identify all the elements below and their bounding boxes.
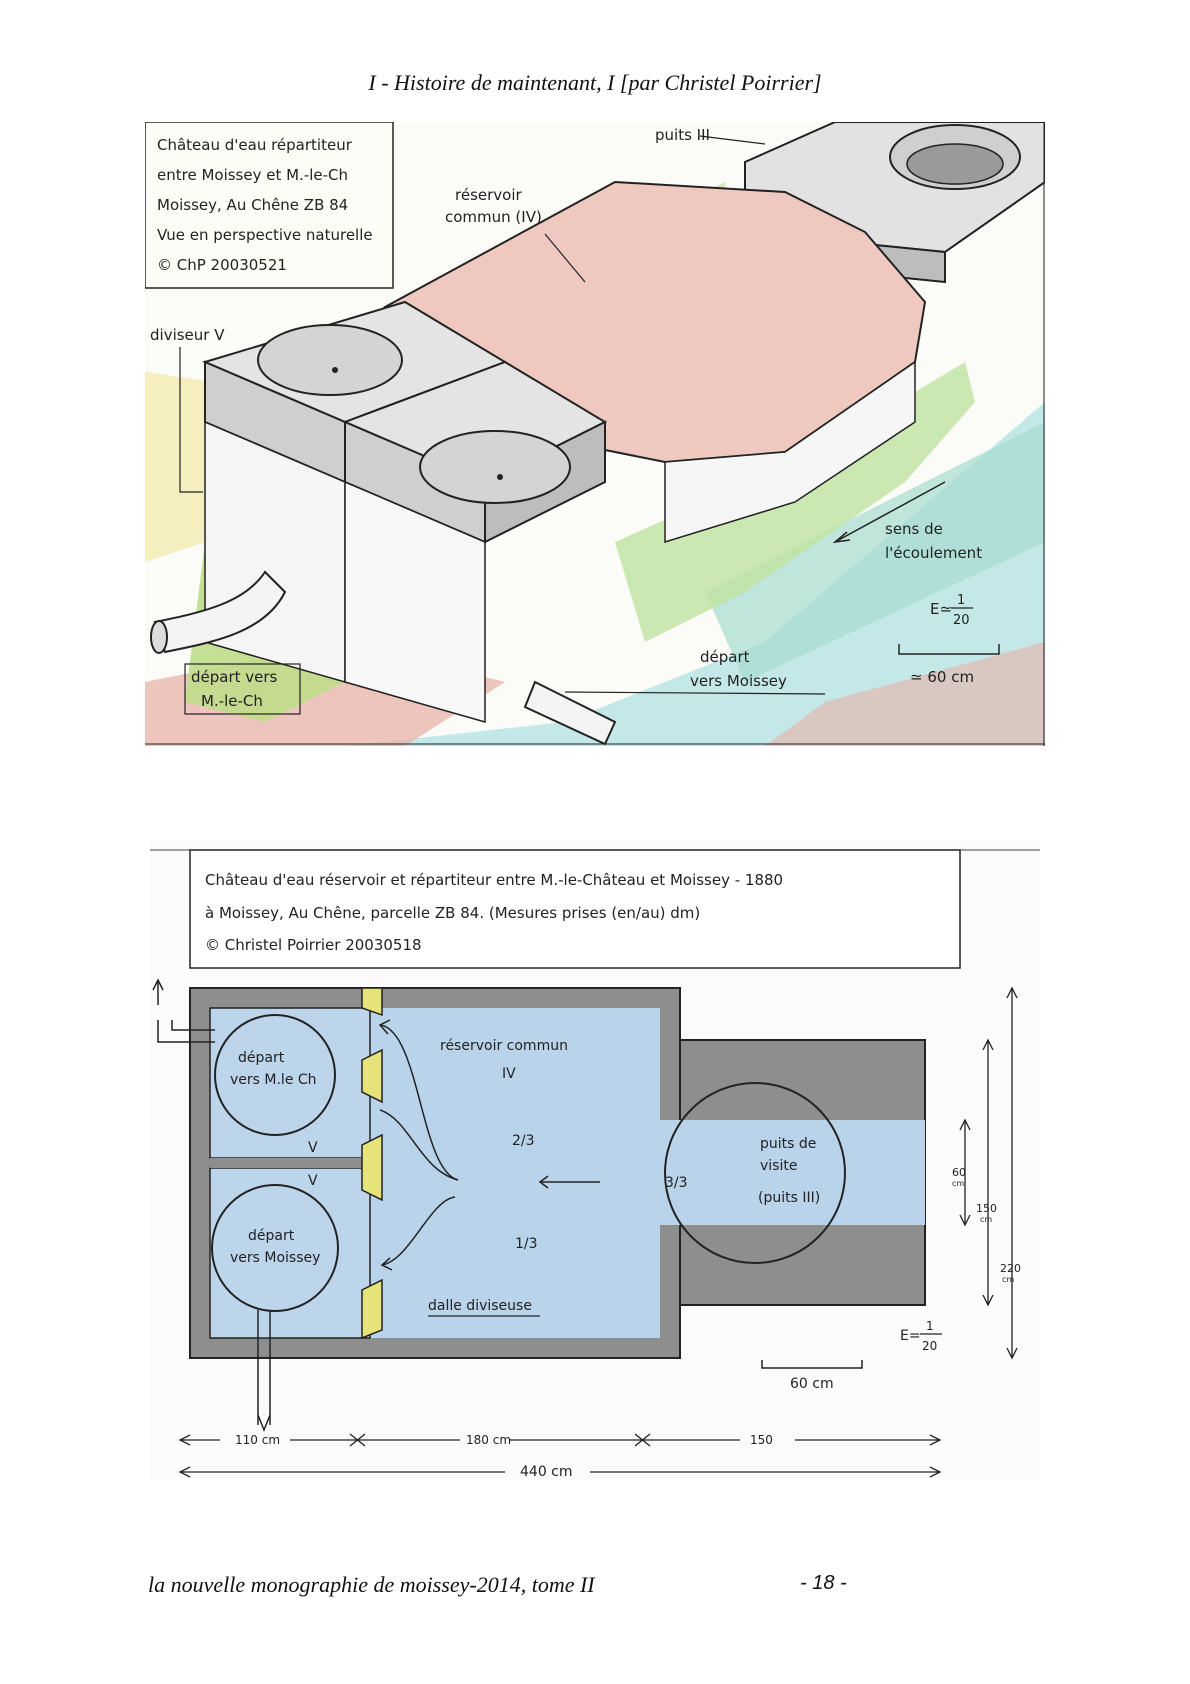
exit-pipes [152,978,271,1433]
perspective-caption: Château d'eau répartiteur entre Moissey … [157,136,373,274]
plan-caption-line-2: à Moissey, Au Chêne, parcelle ZB 84. (Me… [205,904,700,922]
plan-reservoir-1: réservoir commun [440,1038,568,1054]
pipes [150,570,617,746]
plan-scale-bar-label: 60 cm [790,1376,834,1392]
plan-puits-2: visite [760,1158,797,1174]
label-depart-moissey-2: vers Moissey [690,672,787,690]
label-reservoir-1: réservoir [455,186,522,204]
plan-puits-1: puits de [760,1136,816,1152]
label-sens-2: l'écoulement [885,544,982,562]
plan-puits-3: (puits III) [758,1190,820,1206]
page-header: I - Histoire de maintenant, I [par Chris… [368,70,822,95]
plan-dim-110: 110 cm [235,1433,280,1447]
persp-caption-line-1: Château d'eau répartiteur [157,136,353,154]
persp-scale-bar-label: ≃ 60 cm [910,668,974,686]
plan-walls [189,987,926,1359]
plan-roman-v-1: V [308,1140,318,1156]
persp-caption-line-2: entre Moissey et M.-le-Ch [157,166,348,184]
plan-dim-150h: 150 [750,1433,773,1447]
plan-scale-bar [761,1360,863,1369]
label-puits: puits III [655,126,710,144]
plan-roman-v-2: V [308,1173,318,1189]
persp-caption-line-3: Moissey, Au Chêne ZB 84 [157,196,348,214]
plan-dim-60: 60 [952,1166,966,1179]
divider-blocks [202,300,608,723]
plan-caption: Château d'eau réservoir et répartiteur e… [205,871,783,954]
plan-dalle-label: dalle diviseuse [428,1298,532,1314]
perspective-drawing: Château d'eau répartiteur entre Moissey … [145,122,1045,746]
horizontal-dimensions [178,1433,942,1478]
persp-scale-bar [898,644,1000,655]
plan-depart-moissey-1: départ [248,1228,295,1244]
dalle-diviseuse [361,987,383,1340]
footer-text: la nouvelle monographie de moissey-2014,… [148,1572,595,1597]
plan-dim-150: 150 [976,1202,997,1215]
plan-dim-220: 220 [1000,1262,1021,1275]
label-sens-1: sens de [885,520,943,538]
label-depart-mlc-1: départ vers [191,668,278,686]
plan-frac-two-thirds: 2/3 [512,1133,535,1149]
plan-dim-220-cm: cm [1002,1275,1014,1284]
plan-depart-moissey-2: vers Moissey [230,1250,320,1266]
label-reservoir-2: commun (IV) [445,208,542,226]
persp-scale-label: E≃ [930,600,952,618]
persp-scale-den: 20 [953,613,970,628]
persp-caption-line-5: © ChP 20030521 [157,256,287,274]
plan-dim-60-cm: cm [952,1179,964,1188]
plan-dim-150-cm: cm [980,1215,992,1224]
plan-scale-label: E= [900,1328,921,1344]
plan-depart-mlc-2: vers M.le Ch [230,1072,317,1088]
plan-caption-line-3: © Christel Poirrier 20030518 [205,936,422,954]
plan-frac-one-third: 1/3 [515,1236,538,1252]
plan-depart-mlc-1: départ [238,1050,285,1066]
persp-caption-line-4: Vue en perspective naturelle [157,226,373,244]
label-depart-moissey-1: départ [700,648,750,666]
vertical-dimensions [959,986,1018,1360]
flow-arrows [378,1019,600,1271]
persp-scale-num: 1 [957,593,965,608]
plan-frac-three-thirds: 3/3 [665,1175,688,1191]
plan-dim-440: 440 cm [520,1464,573,1480]
plan-scale-num: 1 [926,1319,934,1333]
page-number: - 18 - [800,1572,847,1594]
plan-reservoir-2: IV [502,1066,516,1082]
plan-dim-180: 180 cm [466,1433,511,1447]
label-diviseur: diviseur V [150,326,225,344]
flow-arrow [834,481,946,543]
label-depart-mlc-2: M.-le-Ch [201,692,263,710]
plan-scale-den: 20 [922,1339,937,1353]
plan-caption-line-1: Château d'eau réservoir et répartiteur e… [205,871,783,889]
plan-drawing: Château d'eau réservoir et répartiteur e… [150,840,1040,1480]
